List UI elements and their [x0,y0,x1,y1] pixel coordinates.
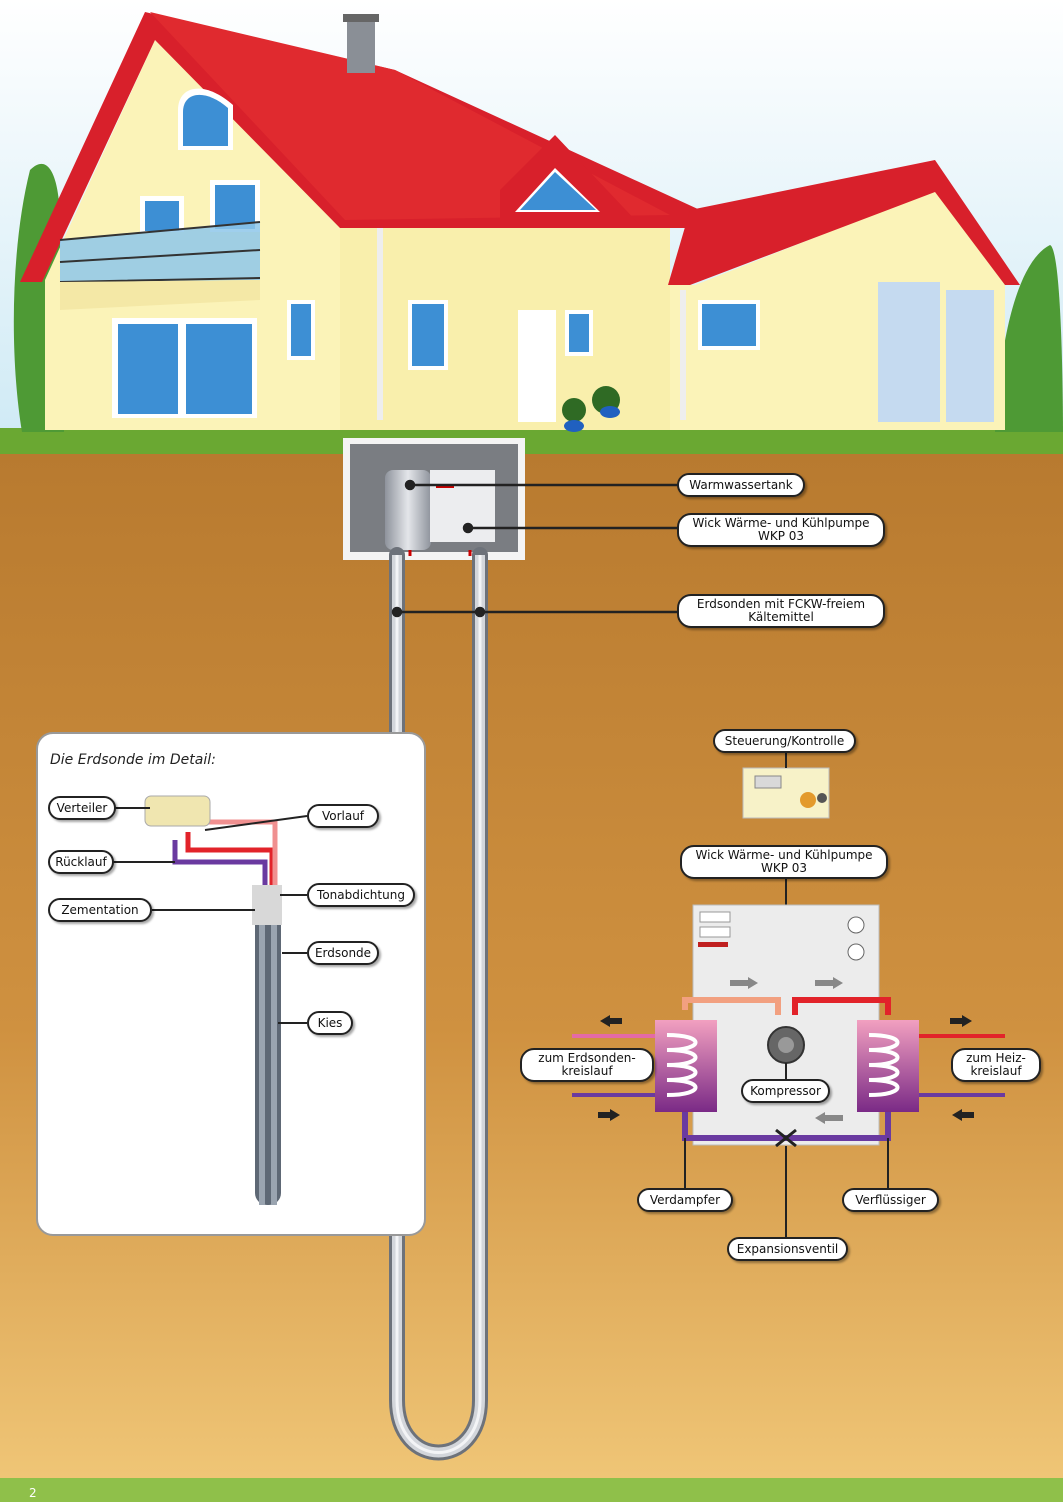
house [20,12,1020,432]
label-zum-heiz: zum Heiz- kreislauf [951,1048,1041,1082]
label-verfluessiger: Verflüssiger [842,1188,939,1212]
label-erdsonde: Erdsonde [307,941,379,965]
basement-cutaway [343,438,525,560]
label-kompressor: Kompressor [741,1079,830,1103]
leader-lines [391,479,678,618]
label-vorlauf: Vorlauf [307,804,379,828]
label-erdsonden: Erdsonden mit FCKW-freiem Kältemittel [677,594,885,628]
label-warmwassertank: Warmwassertank [677,473,805,497]
heat-pump-unit [572,904,1005,1238]
detail-panel [36,732,426,1236]
detail-probe [112,795,308,1205]
controller-device [742,753,830,819]
label-zum-erdsonden: zum Erdsonden- kreislauf [520,1048,654,1082]
label-zementation: Zementation [48,898,152,922]
label-expansionsventil: Expansionsventil [727,1237,848,1261]
label-steuerung: Steuerung/Kontrolle [713,729,856,753]
label-verdampfer: Verdampfer [637,1188,733,1212]
label-waermepumpe-detail: Wick Wärme- und Kühlpumpe WKP 03 [680,845,888,879]
label-ruecklauf: Rücklauf [48,850,114,874]
label-verteiler: Verteiler [48,796,116,820]
page-number: 2 [29,1486,37,1500]
detail-title: Die Erdsonde im Detail: [50,752,216,768]
label-tonabdichtung: Tonabdichtung [307,883,415,907]
grass-strip [0,428,1063,454]
bush-right [995,245,1063,432]
label-kies: Kies [307,1011,353,1035]
label-waermepumpe-top: Wick Wärme- und Kühlpumpe WKP 03 [677,513,885,547]
bottom-grass [0,1478,1063,1502]
